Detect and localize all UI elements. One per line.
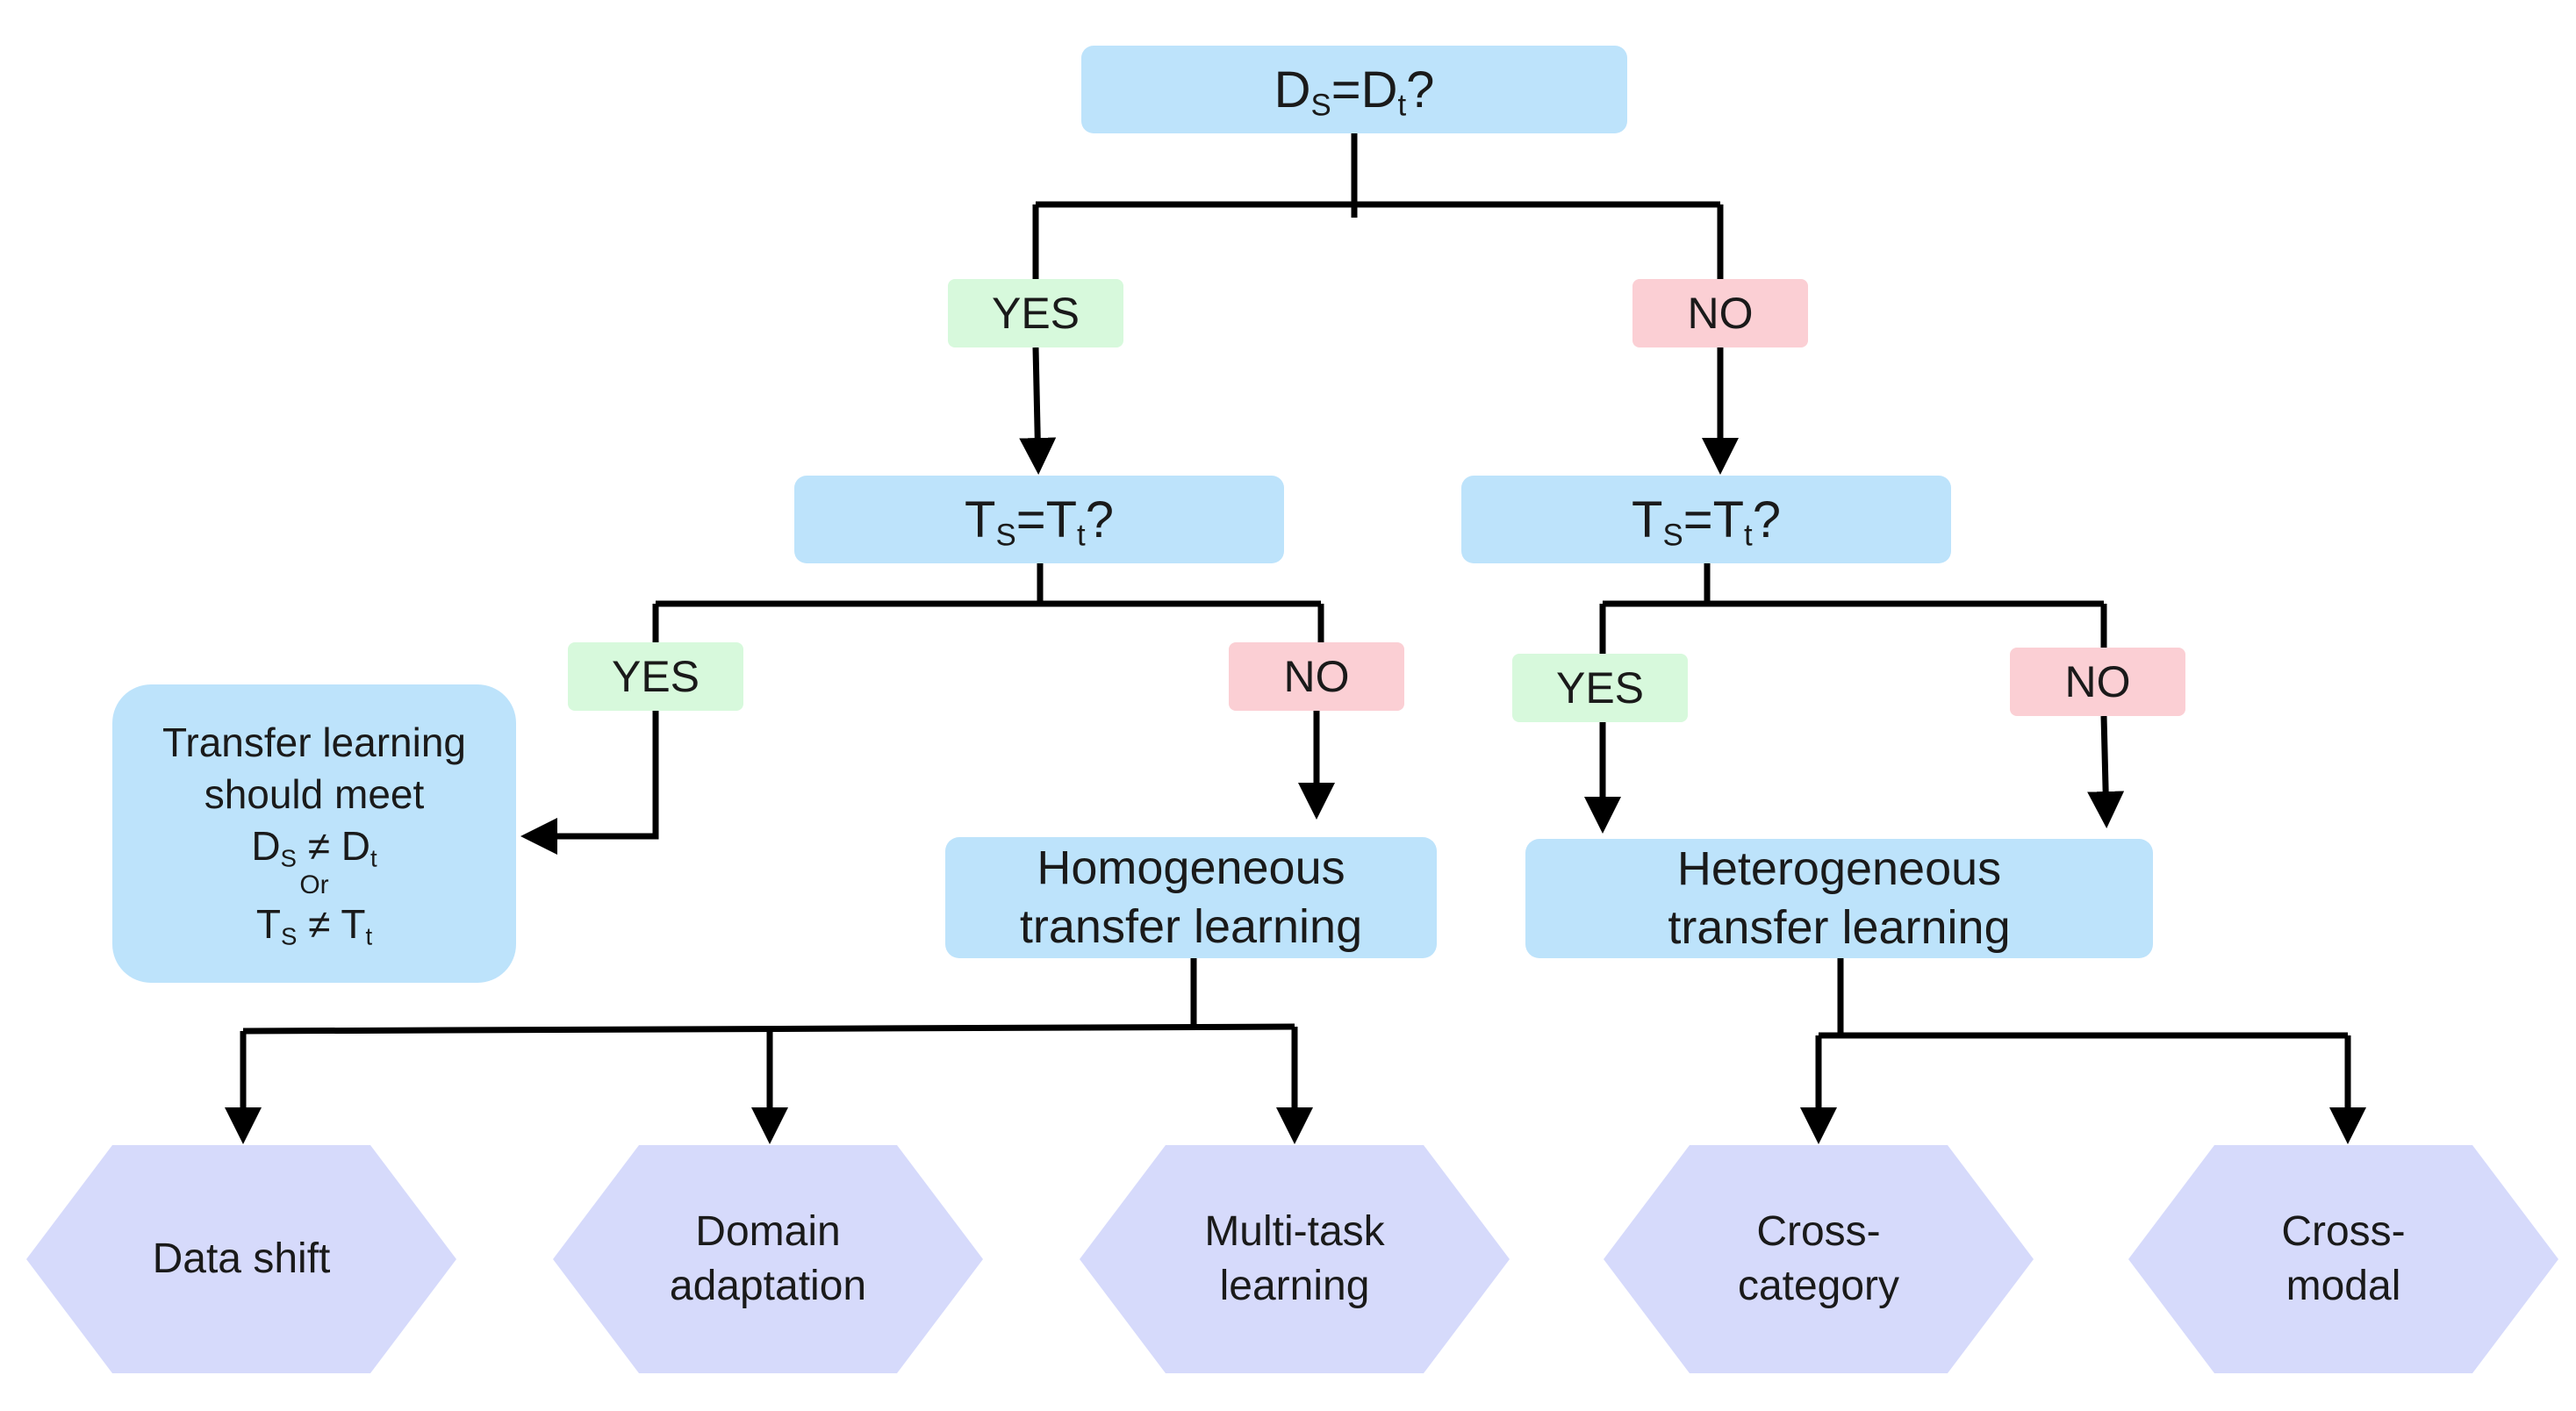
leaf-cross-modal-line-1: Cross- [2281,1207,2406,1255]
leaf-cross-category-line-2: category [1737,1263,1900,1309]
right-no-label: NO [2010,648,2185,716]
root-question-box: DS=Dt? [1081,46,1627,133]
leaf-domain-adaptation-line-2: adaptation [669,1263,867,1309]
left-yes-label: YES [568,642,743,711]
note-or: Or [299,870,329,899]
arrow-root-yes [1019,347,1057,475]
leaf-cross-category-line-1: Cross- [1756,1207,1881,1255]
homogeneous-line-1: Homogeneous [1037,841,1345,894]
leaf-cross-category: Cross- category [1604,1145,2034,1373]
note-line-1: Transfer learning [161,720,466,766]
note-domain-inequality: DS ≠ Dt [251,823,377,872]
leaf-multi-task-line-2: learning [1219,1263,1370,1309]
leaf-domain-adaptation-line-1: Domain [695,1207,841,1255]
leaf-cross-modal: Cross- modal [2128,1145,2558,1373]
transfer-learning-condition-note: Transfer learning should meet DS ≠ Dt Or… [112,684,516,983]
heterogeneous-line-2: transfer learning [1668,901,2011,954]
leaf-data-shift-label: Data shift [152,1235,331,1282]
homogeneous-bar [242,1023,1295,1035]
left-no-label: NO [1229,642,1404,711]
arrow-to-heterogeneous-no [2087,715,2125,828]
note-line-2: should meet [204,771,425,818]
right-question-text: TS=Tt? [1632,491,1781,553]
right-yes-label: YES [1512,654,1688,722]
right-question-box: TS=Tt? [1461,476,1951,563]
leaf-multi-task-line-1: Multi-task [1204,1207,1385,1255]
root-question-text: DS=Dt? [1274,61,1435,123]
root-yes-label: YES [948,279,1123,347]
left-question-text: TS=Tt? [965,491,1114,553]
leaf-data-shift: Data shift [26,1145,456,1373]
root-no-label: NO [1632,279,1808,347]
leaf-multi-task-learning: Multi-task learning [1080,1145,1510,1373]
heterogeneous-line-1: Heterogeneous [1676,842,2002,895]
homogeneous-line-2: transfer learning [1019,900,1363,953]
homogeneous-transfer-learning-box: Homogeneous transfer learning [945,837,1437,958]
heterogeneous-transfer-learning-box: Heterogeneous transfer learning [1525,839,2153,958]
note-task-inequality: TS ≠ Tt [255,900,373,950]
leaf-cross-modal-line-2: modal [2285,1263,2401,1309]
arrow-to-note [520,711,659,855]
left-question-box: TS=Tt? [794,476,1284,563]
leaf-domain-adaptation: Domain adaptation [553,1145,983,1373]
